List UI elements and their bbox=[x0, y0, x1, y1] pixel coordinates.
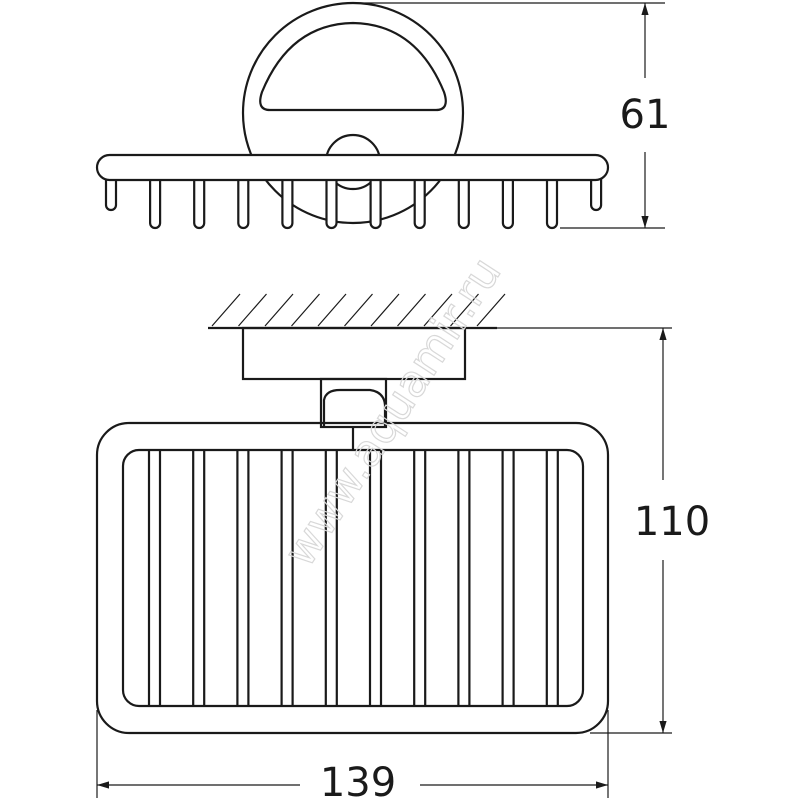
dimension-label-139: 139 bbox=[320, 760, 396, 800]
hatch-line bbox=[476, 293, 506, 327]
dimension-139: 139 bbox=[96, 710, 609, 800]
dimension-label-61: 61 bbox=[620, 92, 671, 138]
dimension-61: 61 bbox=[353, 2, 671, 229]
hatch-line bbox=[423, 293, 453, 327]
hatch-line bbox=[238, 293, 267, 327]
dimension-label-110: 110 bbox=[634, 499, 710, 545]
watermark: www.aquamir.ru bbox=[274, 249, 511, 576]
top-view bbox=[95, 1, 610, 230]
hatch-line bbox=[291, 293, 320, 327]
dimension-110: 110 bbox=[497, 327, 710, 734]
side-view bbox=[95, 293, 610, 735]
hatch-line bbox=[370, 293, 400, 327]
connector-knob bbox=[322, 388, 387, 427]
hatch-line bbox=[211, 293, 241, 327]
basket-rim bbox=[95, 153, 610, 182]
hatch-line bbox=[317, 293, 347, 327]
hatch-line bbox=[264, 293, 294, 327]
basket-bars bbox=[147, 451, 559, 705]
basket-outer-frame bbox=[95, 421, 610, 735]
hatch-line bbox=[344, 293, 373, 327]
hatch-line bbox=[450, 293, 479, 327]
hatch-line bbox=[397, 293, 426, 327]
wall-hatching bbox=[211, 293, 506, 327]
plate-cutout bbox=[259, 21, 447, 112]
